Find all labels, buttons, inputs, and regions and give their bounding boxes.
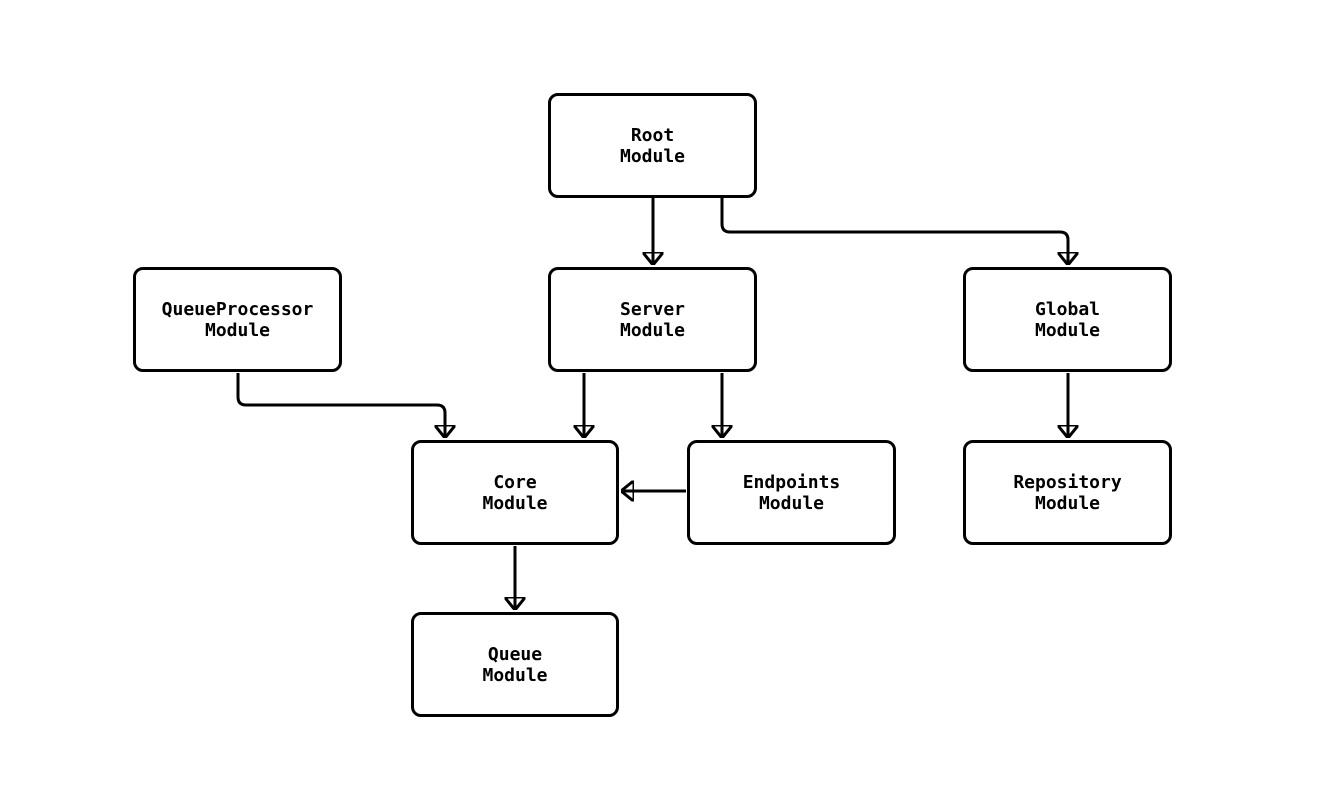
node-queueprocessor-module-label: QueueProcessor Module xyxy=(161,298,314,341)
node-endpoints-module: Endpoints Module xyxy=(687,440,896,545)
node-core-module-label: Core Module xyxy=(482,471,548,514)
edge-queueprocessor-to-core xyxy=(236,373,445,437)
node-queue-module-label: Queue Module xyxy=(482,643,548,686)
node-root-module-label: Root Module xyxy=(619,124,686,167)
node-global-module: Global Module xyxy=(963,267,1172,372)
node-server-module-label: Server Module xyxy=(619,298,686,341)
node-endpoints-module-label: Endpoints Module xyxy=(742,471,841,514)
edge-root-to-global xyxy=(720,198,1068,264)
node-queueprocessor-module: QueueProcessor Module xyxy=(133,267,342,372)
node-repository-module: Repository Module xyxy=(963,440,1172,545)
node-queue-module: Queue Module xyxy=(411,612,619,717)
node-global-module-label: Global Module xyxy=(1034,298,1101,341)
node-server-module: Server Module xyxy=(548,267,757,372)
node-repository-module-label: Repository Module xyxy=(1013,471,1122,514)
node-core-module: Core Module xyxy=(411,440,619,545)
node-root-module: Root Module xyxy=(548,93,757,198)
